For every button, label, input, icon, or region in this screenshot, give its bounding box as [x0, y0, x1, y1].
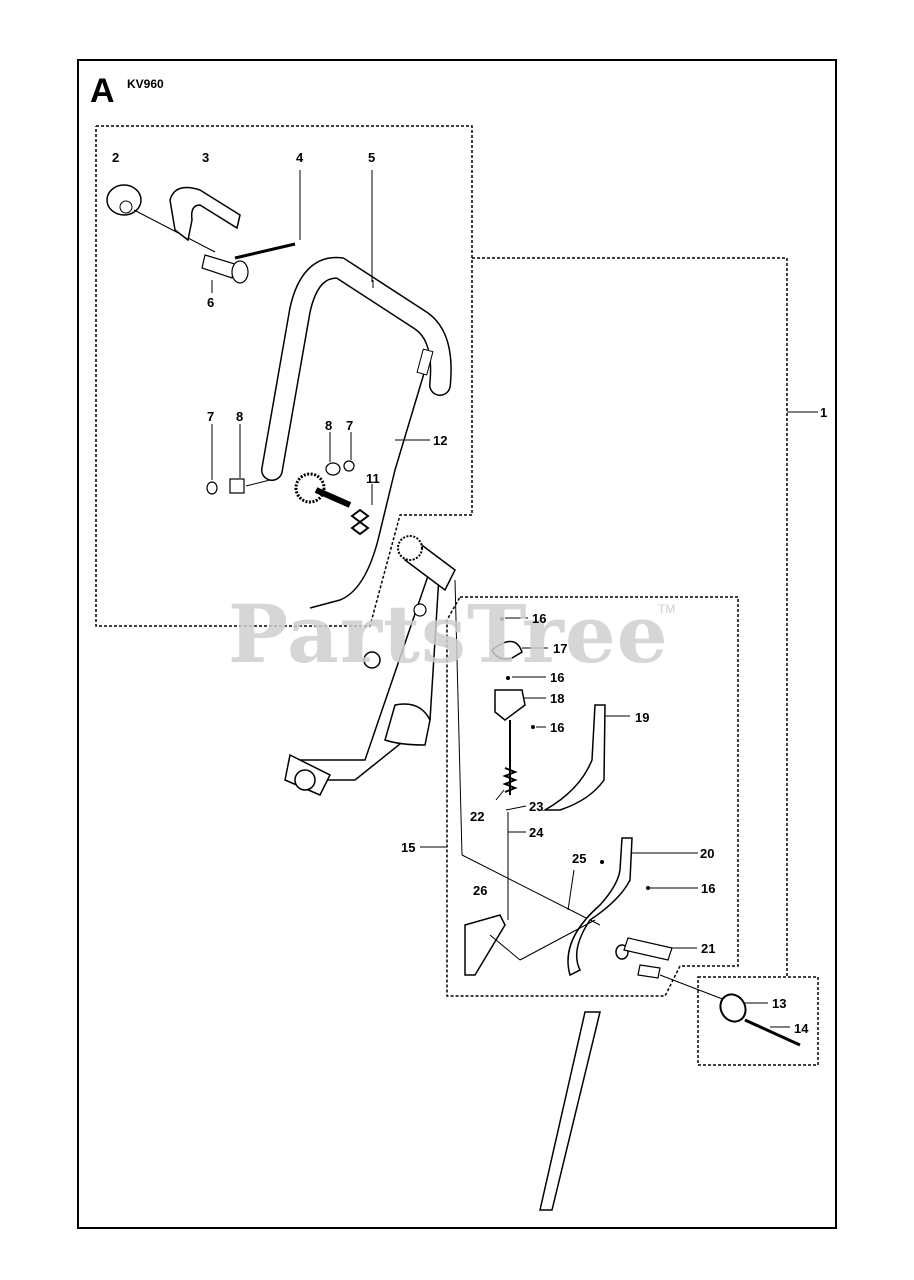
callout-16-b: 16 — [550, 670, 565, 685]
part-3-hook — [169, 186, 241, 242]
watermark-logo: PartsTree — [228, 587, 669, 681]
model-number: KV960 — [127, 77, 164, 91]
callout-19: 19 — [635, 710, 650, 725]
part-19-arm — [542, 704, 606, 811]
spring-11 — [350, 508, 370, 536]
callout-16-c: 16 — [550, 720, 565, 735]
callout-21: 21 — [701, 941, 716, 956]
callout-18: 18 — [550, 691, 565, 706]
washer-7-right — [343, 460, 355, 472]
part-13-knob — [719, 993, 747, 1023]
part-2-housing — [106, 184, 142, 216]
callout-23: 23 — [529, 799, 544, 814]
callout-24: 24 — [529, 825, 544, 840]
dashed-group-handle — [95, 125, 473, 627]
callout-5: 5 — [368, 150, 376, 165]
gear-wheel — [294, 472, 326, 504]
callout-11: 11 — [366, 471, 380, 486]
nut-8-left — [229, 478, 245, 494]
callout-3: 3 — [202, 150, 210, 165]
callout-20: 20 — [700, 846, 715, 861]
callout-13: 13 — [772, 996, 787, 1011]
callout-22: 22 — [470, 809, 485, 824]
callout-12: 12 — [433, 433, 448, 448]
dashed-group-assembly — [472, 257, 788, 977]
callout-1: 1 — [820, 405, 828, 420]
callout-17: 17 — [553, 641, 568, 656]
callout-16-a: 16 — [532, 611, 547, 626]
watermark-trademark: TM — [658, 602, 676, 616]
callout-26: 26 — [473, 883, 488, 898]
callout-4: 4 — [296, 150, 304, 165]
part-18-body — [494, 689, 526, 721]
throttle-cable — [309, 369, 426, 609]
callout-8-left: 8 — [236, 409, 244, 424]
callout-14: 14 — [794, 1021, 809, 1036]
part-17-cover — [491, 640, 523, 660]
outer-border — [77, 59, 837, 1229]
part-21-pin — [623, 937, 673, 961]
part-26-pedal — [464, 914, 506, 976]
part-14-bolt — [744, 1018, 801, 1047]
nut-8-right — [325, 462, 341, 476]
callout-8-right: 8 — [325, 418, 333, 433]
part-6-pin — [201, 254, 236, 279]
callout-15: 15 — [401, 840, 416, 855]
callout-7-left: 7 — [207, 409, 215, 424]
callout-2: 2 — [112, 150, 120, 165]
dashed-group-lever — [446, 596, 739, 997]
callout-25: 25 — [572, 851, 587, 866]
section-letter: A — [90, 72, 115, 110]
part-20-lever — [567, 837, 633, 977]
callout-7-right: 7 — [346, 418, 354, 433]
callout-16-d: 16 — [701, 881, 716, 896]
washer-7-left — [206, 481, 218, 495]
callout-6: 6 — [207, 295, 215, 310]
part-4-screw — [234, 242, 296, 260]
dashed-group-knob — [697, 976, 819, 1066]
spring-23 — [502, 767, 518, 793]
long-rod — [539, 1011, 601, 1211]
